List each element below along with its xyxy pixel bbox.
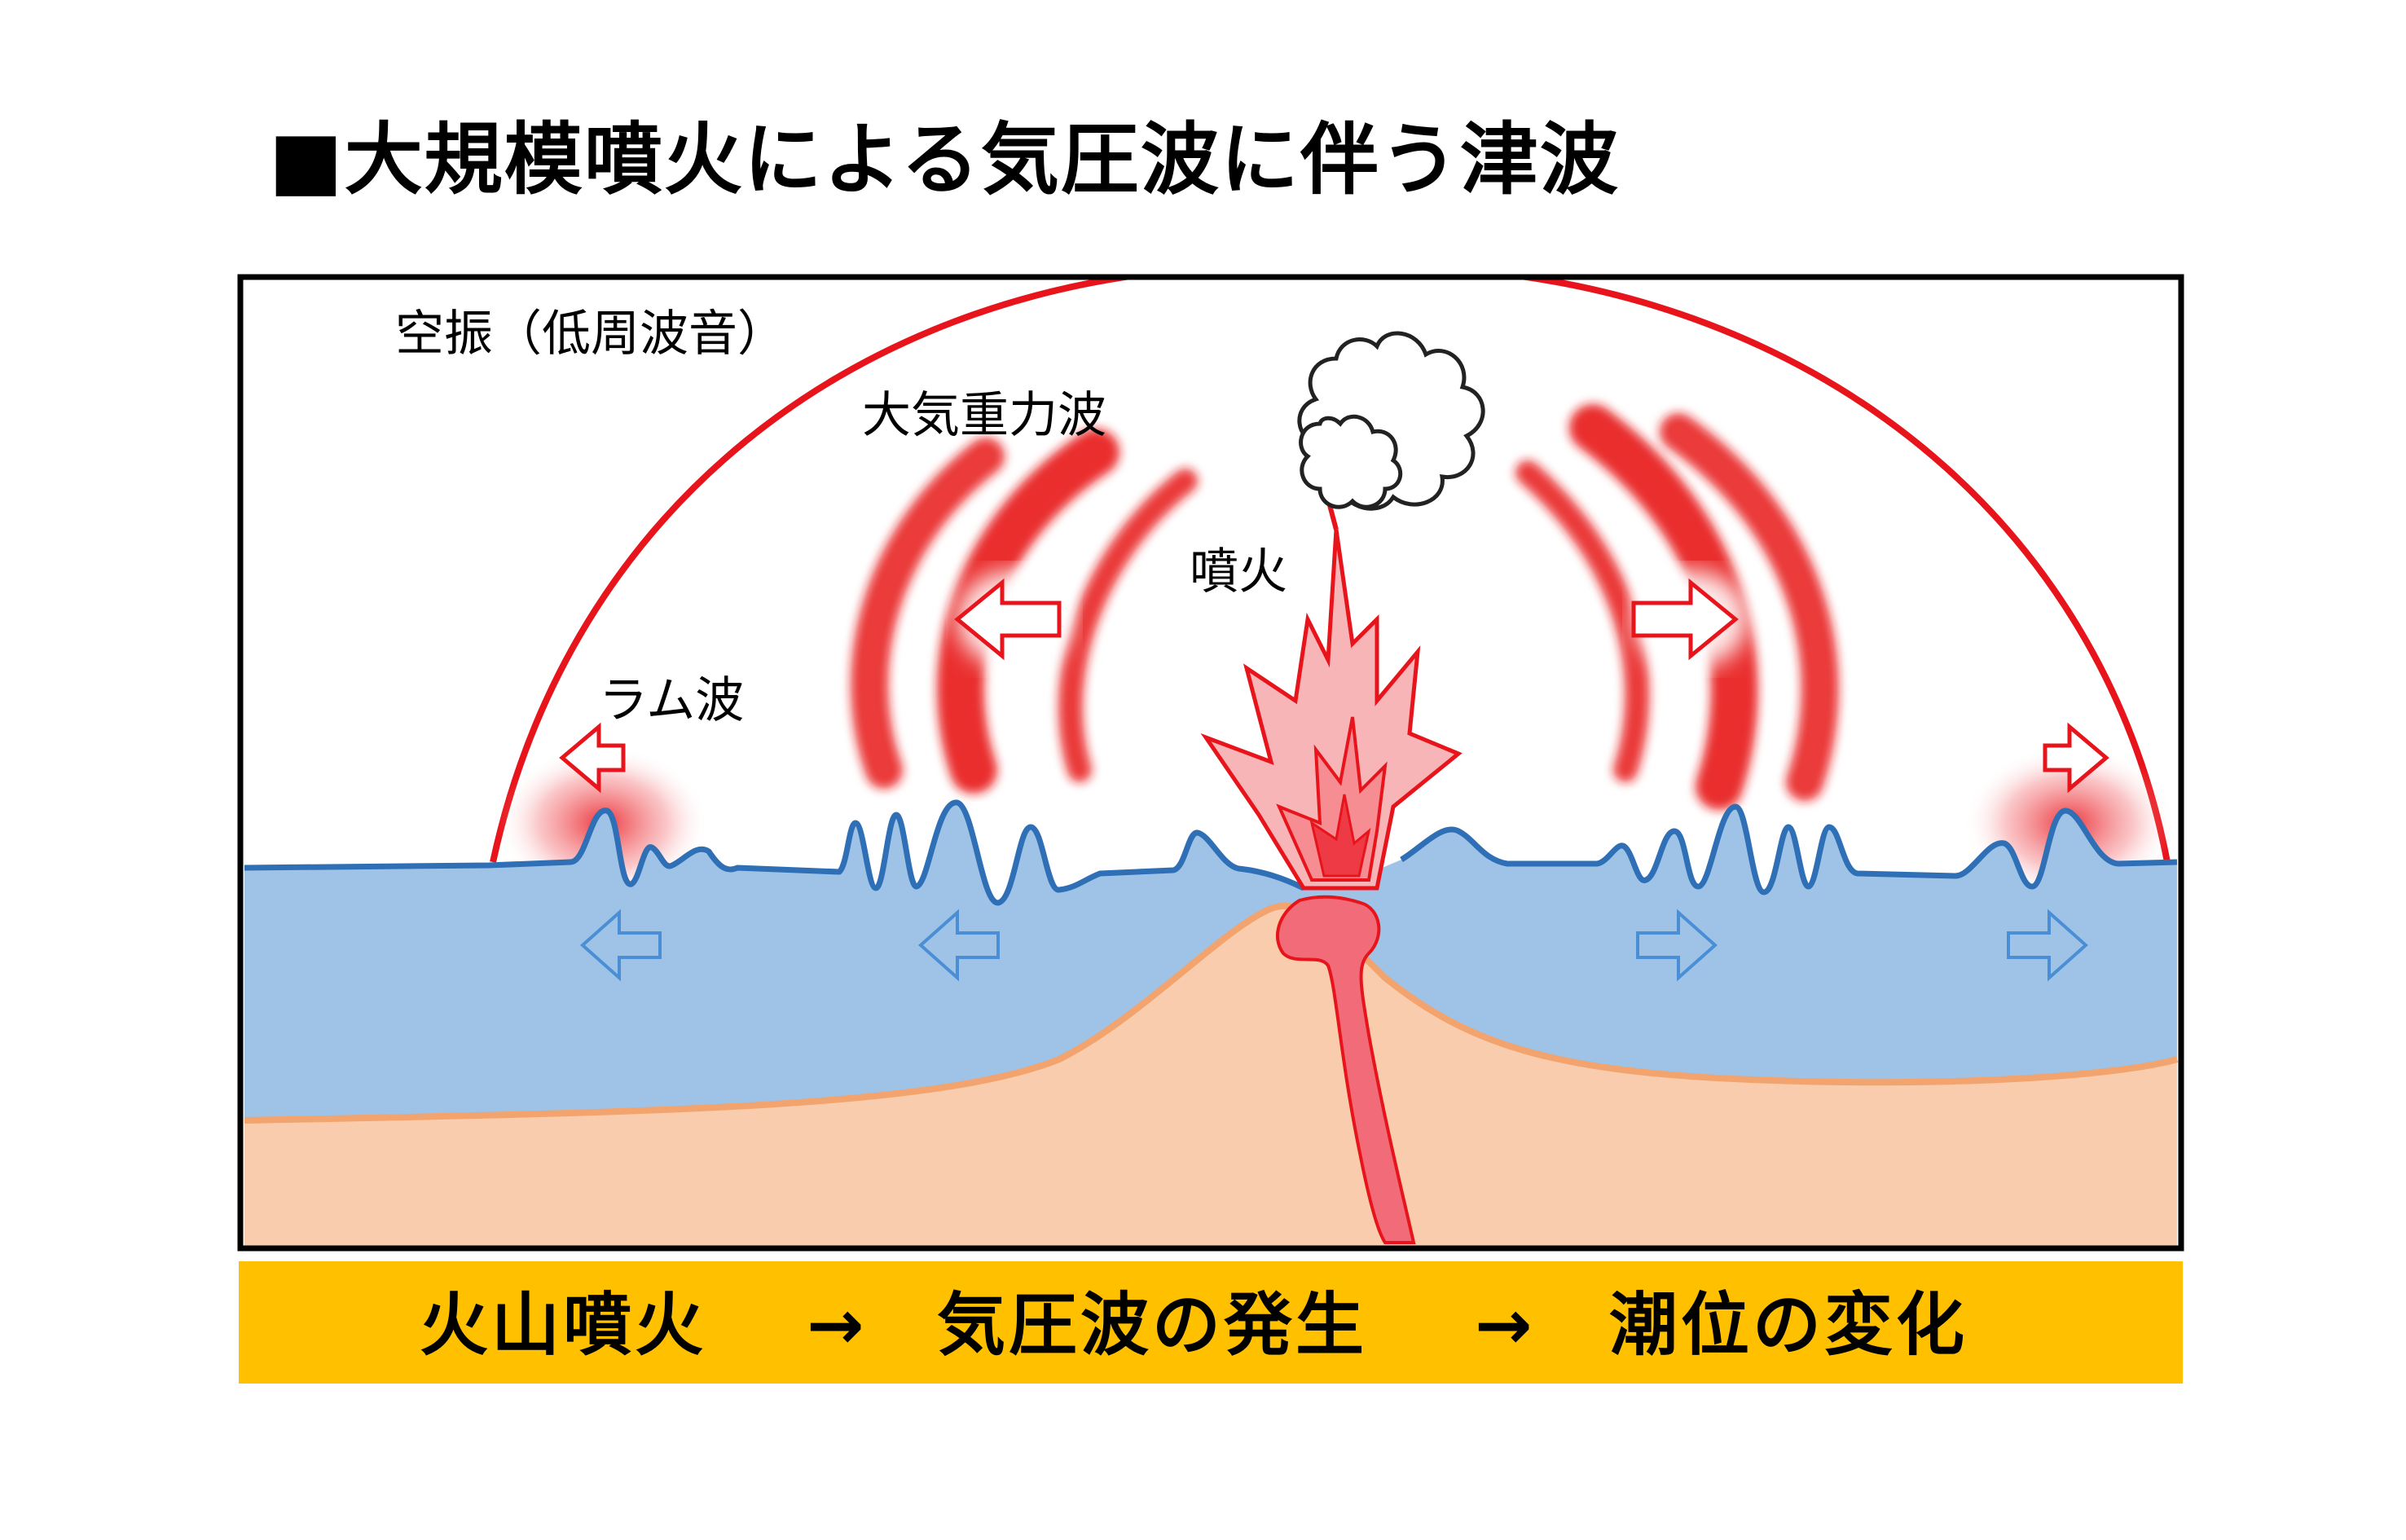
infrasound-wavefront (490, 277, 2171, 863)
air-arrow-left-lamb (559, 722, 626, 794)
sea-arrow-2 (917, 909, 1000, 982)
air-arrow-right-gravity (1631, 578, 1739, 661)
ash-cloud-icon (1297, 331, 1485, 511)
process-step-eruption: 火山噴火 (420, 1285, 706, 1365)
magma-conduit (1275, 895, 1416, 1244)
sea-surface-line (244, 799, 2178, 906)
sea-arrows (579, 909, 2089, 982)
eruption-burst (1200, 529, 1463, 891)
page-title: ■大規模噴火による気圧波に伴う津波 (269, 114, 1620, 205)
process-arrow-2: → (1475, 1285, 1535, 1365)
air-arrow-right-lamb (2043, 722, 2109, 794)
process-step-pressure-wave: 気圧波の発生 (937, 1285, 1367, 1365)
eruption-column (1327, 504, 1339, 530)
sea-arrow-3 (1636, 909, 1718, 982)
air-arrow-left-gravity (954, 578, 1062, 661)
process-arrow-1: → (807, 1285, 867, 1365)
sea (244, 802, 2177, 1120)
label-eruption: 噴火 (1190, 543, 1287, 601)
ground (244, 905, 2177, 1248)
sea-arrow-4 (2007, 909, 2089, 982)
diagram-frame (237, 274, 2184, 1252)
process-bar (239, 1261, 2183, 1384)
label-infrasound: 空振（低周波音） (395, 306, 786, 363)
sea-arrow-1 (579, 909, 662, 982)
label-lamb-wave: ラム波 (599, 672, 744, 729)
air-arrows (559, 578, 2109, 794)
label-gravity-wave: 大気重力波 (862, 387, 1106, 444)
process-step-tide-change: 潮位の変化 (1609, 1285, 1968, 1365)
